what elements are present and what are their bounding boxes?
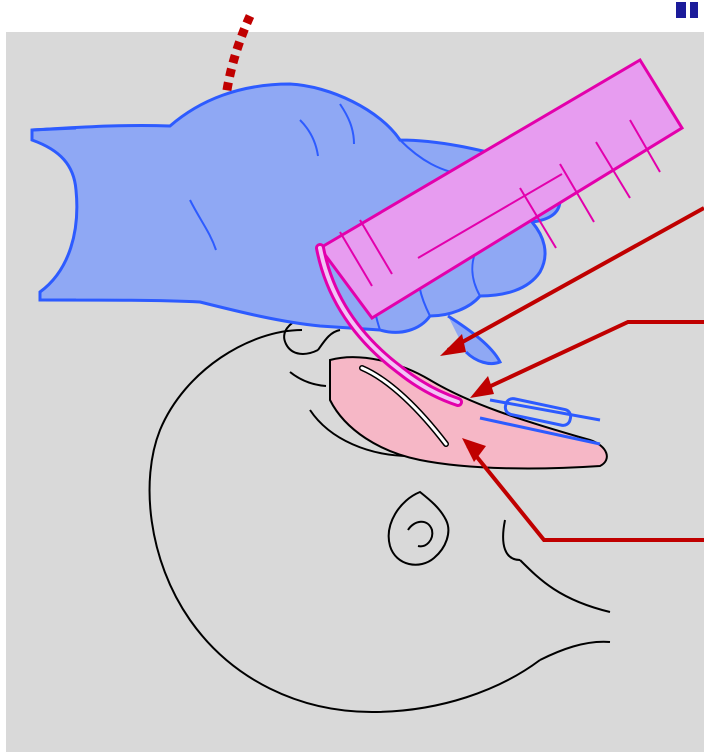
laryngoscope xyxy=(320,60,682,402)
arrowhead-2 xyxy=(470,376,494,398)
pointer-2 xyxy=(478,322,704,392)
arrowhead-1 xyxy=(440,334,466,356)
